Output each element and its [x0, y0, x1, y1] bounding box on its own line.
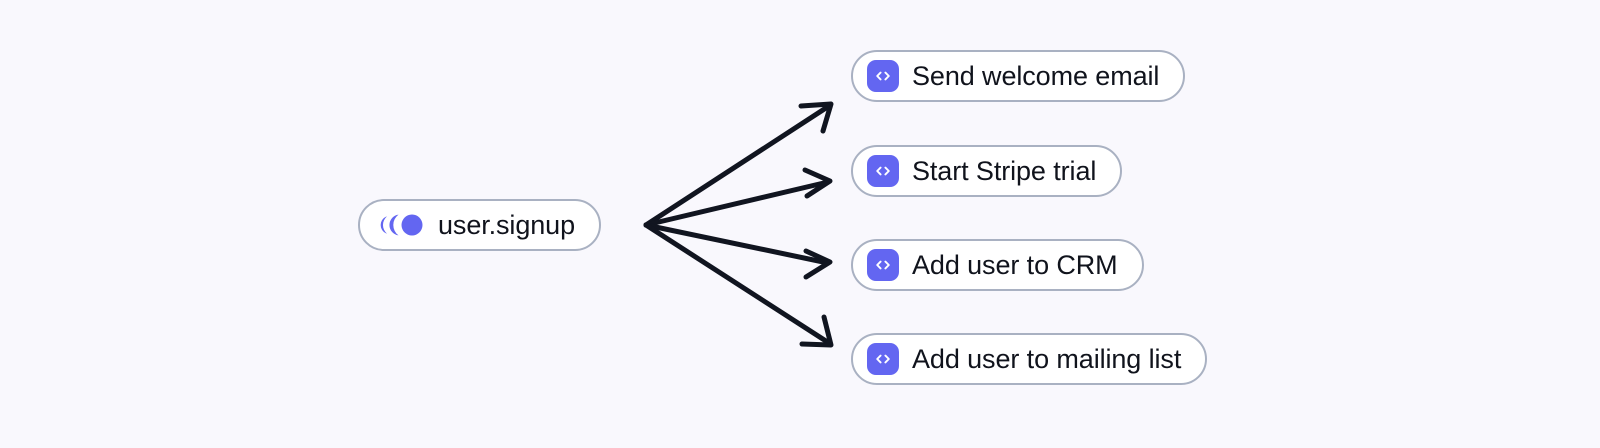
action-node-label: Send welcome email: [912, 60, 1160, 91]
broadcast-signal-icon: [380, 212, 424, 238]
edge-trigger-to-add-user-to-crm: [643, 222, 833, 280]
edge-trigger-to-add-user-to-mailing-list: [643, 222, 834, 348]
edge-trigger-to-send-welcome-email: [643, 101, 834, 228]
action-node-label: Add user to mailing list: [912, 343, 1182, 374]
code-brackets-icon: [867, 343, 899, 375]
action-node-add-user-to-crm[interactable]: Add user to CRM: [851, 239, 1144, 291]
code-brackets-icon: [867, 249, 899, 281]
edge-trigger-to-start-stripe-trial: [643, 167, 833, 228]
action-node-label: Start Stripe trial: [912, 155, 1097, 186]
trigger-node-user-signup[interactable]: user.signup: [358, 199, 601, 251]
action-node-add-user-to-mailing-list[interactable]: Add user to mailing list: [851, 333, 1208, 385]
code-brackets-icon: [867, 60, 899, 92]
action-node-send-welcome-email[interactable]: Send welcome email: [851, 50, 1186, 102]
code-brackets-icon: [867, 155, 899, 187]
trigger-node-label: user.signup: [438, 209, 575, 240]
action-node-label: Add user to CRM: [912, 249, 1118, 280]
action-node-start-stripe-trial[interactable]: Start Stripe trial: [851, 145, 1123, 197]
